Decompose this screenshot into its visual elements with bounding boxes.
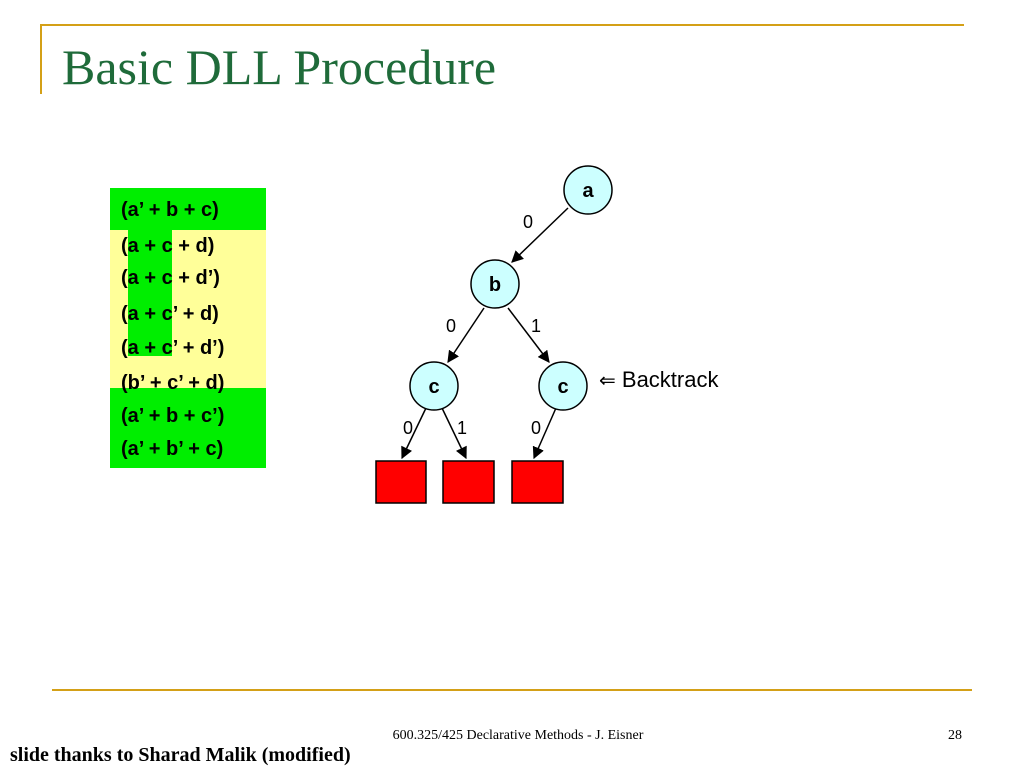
node-b-label: b [489, 274, 501, 296]
clause-7: (a’ + b + c’) [121, 405, 225, 427]
edge-cleft-leaf2 [441, 407, 467, 460]
footer-course: 600.325/425 Declarative Methods - J. Eis… [392, 728, 644, 743]
edge-label-b-cleft: 0 [446, 316, 456, 336]
clause-3: (a + c + d’) [121, 267, 220, 289]
literal-plus-highlight [144, 230, 172, 356]
edge-b-cleft [447, 307, 485, 363]
clause-2: (a + c + d) [121, 235, 215, 257]
slide-title: Basic DLL Procedure [62, 39, 497, 95]
clause-satisfied-bottom-bg [110, 388, 266, 468]
conflict-leaf-3 [511, 460, 564, 504]
clause-5: (a + c’ + d’) [121, 337, 225, 359]
edge-cright-leaf3 [532, 407, 557, 460]
edge-label-a-b: 0 [523, 212, 533, 232]
footer-rule [52, 689, 972, 691]
node-a [563, 165, 613, 215]
edge-label-cleft-leaf2: 1 [457, 418, 467, 438]
edge-label-b-cright: 1 [531, 316, 541, 336]
conflict-leaf-2 [442, 460, 495, 504]
backtrack-annotation: ⇐ Backtrack [599, 367, 718, 393]
node-b [470, 259, 520, 309]
node-c-left-label: c [428, 376, 439, 398]
clause-satisfied-top-bg [110, 188, 266, 230]
clause-list: (a’ + b + c) (a + c + d) (a + c + d’) (a… [110, 188, 266, 468]
left-double-arrow-icon: ⇐ [599, 368, 616, 392]
edge-cleft-leaf1 [401, 407, 427, 460]
conflict-leaf-1 [375, 460, 427, 504]
clause-1: (a’ + b + c) [121, 199, 219, 221]
node-c-right-label: c [557, 376, 568, 398]
edge-label-cleft-leaf1: 0 [403, 418, 413, 438]
page-number: 28 [948, 728, 962, 743]
literal-a-highlight [128, 230, 144, 356]
backtrack-label: Backtrack [621, 367, 719, 392]
frame-top-rule [40, 24, 964, 26]
edge-label-cright-leaf3: 0 [531, 418, 541, 438]
node-c-left [409, 361, 459, 411]
frame-left-rule [40, 24, 42, 94]
edge-a-b [511, 207, 569, 263]
node-c-right [538, 361, 588, 411]
clause-6: (b’ + c’ + d) [121, 372, 225, 394]
node-a-label: a [582, 180, 594, 202]
slide-credit: slide thanks to Sharad Malik (modified) [10, 744, 351, 766]
clause-4: (a + c’ + d) [121, 303, 219, 325]
edge-b-cright [507, 307, 550, 363]
clause-8: (a’ + b’ + c) [121, 438, 224, 460]
